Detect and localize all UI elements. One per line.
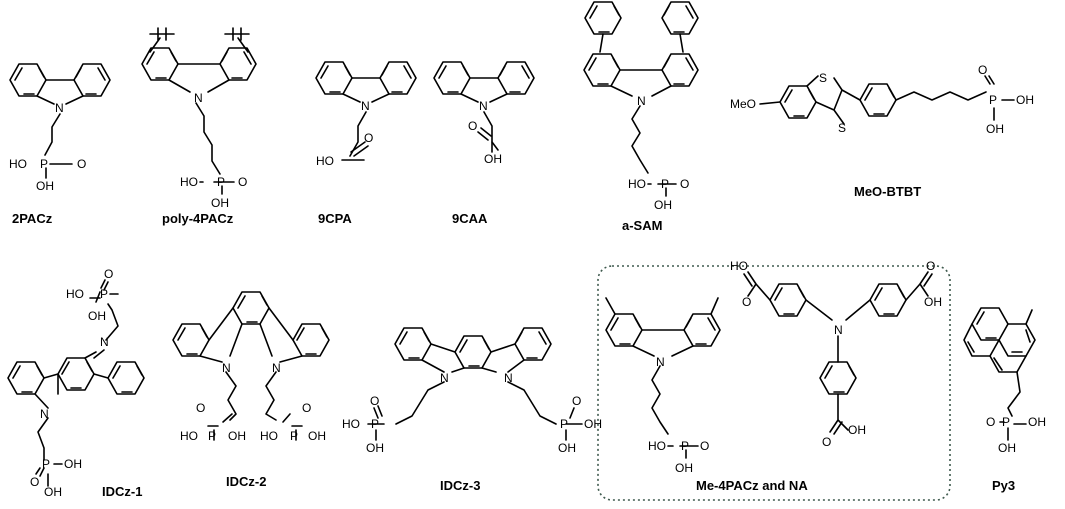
atom-label: HO bbox=[730, 259, 748, 273]
atom-label: P bbox=[40, 157, 48, 171]
atom-label: O bbox=[370, 394, 379, 408]
molecule-a-sam: N HO P O OH a-SAM bbox=[583, 1, 699, 233]
atom-label: OH bbox=[36, 179, 54, 193]
atom-label: OH bbox=[986, 122, 1004, 136]
molecule-py3: O P OH OH Py3 bbox=[963, 307, 1046, 493]
atom-label: OH bbox=[228, 429, 246, 443]
atom-label: HO bbox=[9, 157, 27, 171]
atom-label: OH bbox=[484, 152, 502, 166]
atom-label: OH bbox=[584, 417, 602, 431]
molecule-poly-4pacz: N HO P O OH poly-4PACz bbox=[141, 27, 257, 226]
atom-label: O bbox=[926, 259, 935, 273]
atom-label: OH bbox=[558, 441, 576, 455]
molecule-idcz-2: N N O HO P OH O HO P OH IDCz-2 bbox=[172, 291, 330, 489]
atom-label: O bbox=[77, 157, 86, 171]
atom-label: O bbox=[978, 63, 987, 77]
molecule-name: 9CAA bbox=[452, 211, 488, 226]
atom-label: P bbox=[560, 417, 568, 431]
atom-label: P bbox=[989, 93, 997, 107]
molecule-name: poly-4PACz bbox=[162, 211, 234, 226]
atom-label: P bbox=[681, 439, 689, 453]
atom-label: OH bbox=[675, 461, 693, 475]
atom-label: MeO bbox=[730, 97, 756, 111]
atom-label: HO bbox=[316, 154, 334, 168]
molecule-idcz-1: HO P O OH N N O P OH OH IDCz-1 bbox=[7, 267, 145, 499]
atom-label: N bbox=[272, 361, 281, 375]
atom-label: N bbox=[479, 99, 488, 113]
atom-label: HO bbox=[180, 429, 198, 443]
molecule-name: IDCz-3 bbox=[440, 478, 480, 493]
atom-label: OH bbox=[848, 423, 866, 437]
atom-label: O bbox=[680, 177, 689, 191]
atom-label: N bbox=[222, 361, 231, 375]
atom-label: O bbox=[104, 267, 113, 281]
atom-label: OH bbox=[924, 295, 942, 309]
atom-label: HO bbox=[648, 439, 666, 453]
atom-label: N bbox=[55, 101, 64, 115]
atom-label: N bbox=[637, 94, 646, 108]
atom-label: N bbox=[194, 91, 203, 105]
group-box bbox=[597, 265, 951, 501]
atom-label: O bbox=[302, 401, 311, 415]
atom-label: N bbox=[834, 323, 843, 337]
atom-label: P bbox=[661, 177, 669, 191]
molecule-name: 2PACz bbox=[12, 211, 53, 226]
atom-label: P bbox=[100, 287, 108, 301]
molecule-name: Py3 bbox=[992, 478, 1015, 493]
atom-label: O bbox=[30, 475, 39, 489]
atom-label: O bbox=[742, 295, 751, 309]
atom-label: OH bbox=[998, 441, 1016, 455]
atom-label: OH bbox=[308, 429, 326, 443]
molecule-9caa: N O OH 9CAA bbox=[433, 61, 535, 226]
atom-label: N bbox=[504, 371, 513, 385]
atom-label: O bbox=[468, 119, 477, 133]
atom-label: P bbox=[217, 175, 225, 189]
atom-label: OH bbox=[211, 196, 229, 210]
molecule-name: MeO-BTBT bbox=[854, 184, 921, 199]
atom-label: P bbox=[290, 429, 298, 443]
atom-label: N bbox=[440, 371, 449, 385]
atom-label: P bbox=[1002, 415, 1010, 429]
atom-label: OH bbox=[654, 198, 672, 212]
atom-label: O bbox=[238, 175, 247, 189]
atom-label: OH bbox=[366, 441, 384, 455]
atom-label: S bbox=[819, 71, 827, 85]
atom-label: HO bbox=[342, 417, 360, 431]
atom-label: O bbox=[196, 401, 205, 415]
atom-label: P bbox=[42, 457, 50, 471]
group-caption: Me-4PACz and NA bbox=[696, 478, 808, 493]
molecule-meo-btbt: MeO S S O P OH OH MeO-BTBT bbox=[730, 63, 1034, 199]
atom-label: O bbox=[572, 394, 581, 408]
molecule-idcz-3: N N O HO P OH O P OH OH IDCz-3 bbox=[342, 327, 602, 493]
molecule-name: 9CPA bbox=[318, 211, 352, 226]
atom-label: N bbox=[100, 335, 109, 349]
atom-label: N bbox=[40, 407, 49, 421]
atom-label: OH bbox=[1028, 415, 1046, 429]
atom-label: OH bbox=[88, 309, 106, 323]
atom-label: N bbox=[361, 99, 370, 113]
atom-label: OH bbox=[44, 485, 62, 499]
atom-label: OH bbox=[1016, 93, 1034, 107]
atom-label: HO bbox=[260, 429, 278, 443]
atom-label: S bbox=[838, 121, 846, 135]
molecule-name: IDCz-1 bbox=[102, 484, 142, 499]
molecule-name: IDCz-2 bbox=[226, 474, 266, 489]
atom-label: HO bbox=[66, 287, 84, 301]
molecule-9cpa: N HO O 9CPA bbox=[315, 61, 417, 226]
atom-label: HO bbox=[628, 177, 646, 191]
molecule-name: a-SAM bbox=[622, 218, 662, 233]
atom-label: HO bbox=[180, 175, 198, 189]
atom-label: O bbox=[364, 131, 373, 145]
atom-label: O bbox=[822, 435, 831, 449]
atom-label: P bbox=[208, 429, 216, 443]
atom-label: P bbox=[371, 417, 379, 431]
atom-label: OH bbox=[64, 457, 82, 471]
atom-label: O bbox=[700, 439, 709, 453]
molecule-2pacz: N O HO P OH 2PACz bbox=[9, 63, 111, 226]
molecule-me-4pacz: N HO P O OH bbox=[605, 297, 721, 475]
molecule-na: N HO O O OH O OH bbox=[730, 259, 942, 449]
atom-label: O bbox=[986, 415, 995, 429]
atom-label: N bbox=[656, 355, 665, 369]
